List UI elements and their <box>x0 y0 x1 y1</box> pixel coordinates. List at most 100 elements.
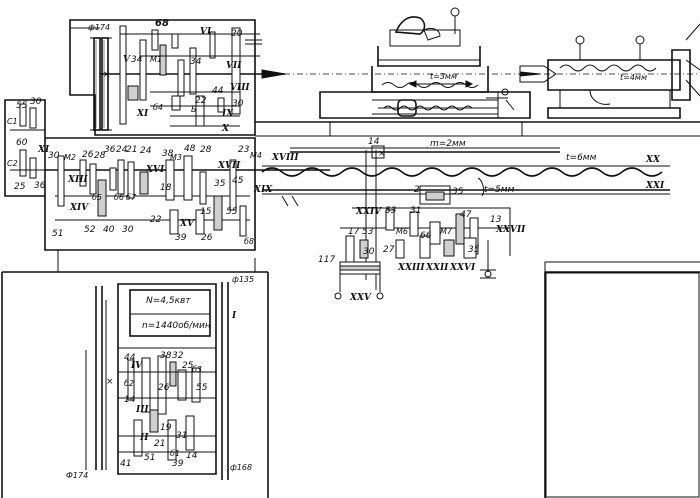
shaft-xxi-label: XXI <box>645 181 665 191</box>
shaft-v-label: V <box>123 55 131 65</box>
svg-text:M6: M6 <box>396 227 408 236</box>
rack-module-label: m=2мм <box>430 139 466 149</box>
svg-text:38: 38 <box>160 351 172 361</box>
headstock-gearbox: ф174 × 68 VI 20 V 34 M1 34 VI <box>69 18 286 136</box>
svg-text:30: 30 <box>30 97 42 107</box>
svg-text:51: 51 <box>144 453 155 463</box>
tailstock: t=4мм <box>547 23 700 119</box>
svg-text:38: 38 <box>162 149 174 159</box>
machine-bed-outline <box>1 250 700 498</box>
svg-text:28: 28 <box>94 151 106 161</box>
svg-text:Б: Б <box>191 105 197 114</box>
svg-text:36: 36 <box>34 181 46 191</box>
shaft-vii-label: VII <box>226 61 242 71</box>
svg-text:27: 27 <box>383 245 395 255</box>
shaft-i-label: I <box>231 311 237 321</box>
svg-text:35: 35 <box>214 179 226 189</box>
gear-68-label: 68 <box>155 18 169 29</box>
svg-text:б3: б3 <box>192 365 202 374</box>
lead-screw-pitch: t=6мм <box>566 153 597 163</box>
shaft-vi-label: VI <box>200 27 212 37</box>
shaft-xxii-label: XXII <box>425 263 449 273</box>
svg-text:53: 53 <box>362 227 374 237</box>
svg-text:15: 15 <box>200 207 212 217</box>
pulley-diameter-label: ф174 <box>88 23 110 32</box>
shaft-viii-label: VIII <box>230 83 250 93</box>
svg-text:25: 25 <box>14 182 26 192</box>
svg-text:б5: б5 <box>92 193 102 202</box>
shaft-ii-label: II <box>139 433 149 443</box>
svg-text:60: 60 <box>16 138 28 148</box>
svg-text:44: 44 <box>212 86 224 96</box>
shaft-xxvii-label: XXVII <box>495 225 526 235</box>
pulley-135-label: ф135 <box>232 275 254 284</box>
svg-text:17: 17 <box>348 227 360 237</box>
pulley-168-label: ф168 <box>230 463 252 472</box>
svg-text:40: 40 <box>103 225 115 235</box>
svg-text:30: 30 <box>363 247 375 257</box>
tailstock-pitch: t=4мм <box>620 73 647 82</box>
shaft-xx-label: XX <box>645 155 661 165</box>
svg-text:21: 21 <box>154 439 165 449</box>
shaft-xviii-label: XVIII <box>271 153 299 163</box>
shaft-xvii-label: XVII <box>217 161 241 171</box>
carriage-screw-pitch: t=5мм <box>484 185 515 195</box>
tool-post: t=3мм <box>255 7 700 137</box>
shaft-iii-label: III <box>135 405 149 415</box>
motor-gearbox: N=4,5квт n=1440об/мин × 44 38 32 25 б3 2… <box>66 275 254 480</box>
svg-text:M4: M4 <box>250 151 262 160</box>
svg-text:30: 30 <box>48 151 60 161</box>
svg-text:21: 21 <box>126 145 137 155</box>
svg-text:24: 24 <box>116 145 128 155</box>
svg-text:36: 36 <box>104 145 116 155</box>
svg-text:53: 53 <box>385 206 397 216</box>
svg-text:30: 30 <box>122 225 134 235</box>
svg-text:24: 24 <box>140 146 152 156</box>
svg-text:35: 35 <box>452 187 464 197</box>
svg-text:48: 48 <box>184 144 196 154</box>
svg-text:б2: б2 <box>124 379 134 388</box>
svg-text:22: 22 <box>195 96 207 106</box>
motor-power: N=4,5квт <box>146 296 191 306</box>
svg-text:M1: M1 <box>150 55 162 64</box>
pulley-174-label: Ф174 <box>66 471 88 480</box>
svg-text:14: 14 <box>186 451 198 461</box>
shaft-ix-label: IX <box>221 109 234 119</box>
motor-speed: n=1440об/мин <box>142 321 211 331</box>
shaft-xxiii-label: XXIII <box>397 263 425 273</box>
svg-text:26: 26 <box>82 150 94 160</box>
svg-text:39: 39 <box>175 233 187 243</box>
svg-text:41: 41 <box>120 459 131 469</box>
svg-text:34: 34 <box>190 57 202 67</box>
svg-text:66: 66 <box>420 231 432 241</box>
shaft-xiv-label: XIV <box>69 203 89 213</box>
svg-text:31: 31 <box>176 431 187 441</box>
svg-text:б7: б7 <box>126 193 137 202</box>
svg-text:б1: б1 <box>170 449 180 458</box>
svg-text:2: 2 <box>414 185 420 195</box>
svg-text:18: 18 <box>160 183 172 193</box>
svg-text:47: 47 <box>460 210 472 220</box>
svg-text:39: 39 <box>172 459 184 469</box>
svg-text:55: 55 <box>16 101 28 111</box>
svg-text:52: 52 <box>84 225 96 235</box>
work-centers <box>258 65 700 83</box>
shaft-xxiv-label: XXIV <box>355 207 382 217</box>
svg-text:б6: б6 <box>114 193 124 202</box>
svg-text:XI: XI <box>37 145 50 155</box>
svg-text:M7: M7 <box>440 227 453 236</box>
svg-text:28: 28 <box>200 145 212 155</box>
svg-text:35: 35 <box>468 245 480 255</box>
svg-text:M3: M3 <box>170 153 182 162</box>
svg-text:26: 26 <box>201 233 213 243</box>
svg-text:22: 22 <box>150 215 162 225</box>
shaft-xvi-label: XVI <box>145 165 165 175</box>
svg-text:30: 30 <box>232 99 244 109</box>
shaft-xxvi-label: XXVI <box>449 263 476 273</box>
shaft-xiii-label: XIII <box>67 175 88 185</box>
svg-text:13: 13 <box>490 215 502 225</box>
svg-text:117: 117 <box>318 255 335 265</box>
cross-slide-pitch: t=3мм <box>430 72 457 81</box>
shaft-xxv-label: XXV <box>349 293 372 303</box>
